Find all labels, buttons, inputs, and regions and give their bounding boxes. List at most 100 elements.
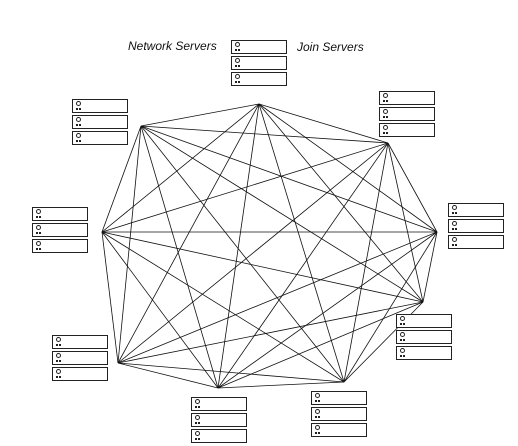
server-unit-icon	[52, 335, 108, 349]
mesh-link	[217, 381, 345, 389]
server-unit-icon	[448, 219, 504, 233]
mesh-link	[258, 103, 438, 233]
server-rack-lower-right	[396, 314, 452, 362]
mesh-link	[140, 125, 389, 144]
status-led-icon	[56, 376, 58, 378]
power-ring-icon	[36, 209, 41, 214]
mesh-link	[101, 125, 142, 233]
server-unit-icon	[448, 203, 504, 217]
status-led-icon	[452, 244, 454, 246]
status-led-icon	[195, 422, 197, 424]
server-unit-icon	[379, 91, 435, 105]
status-led-icon	[383, 100, 385, 102]
power-ring-icon	[452, 237, 457, 242]
power-ring-icon	[315, 425, 320, 430]
power-ring-icon	[195, 431, 200, 436]
server-unit-icon	[396, 330, 452, 344]
mesh-link	[101, 142, 389, 233]
mesh-link	[117, 103, 260, 364]
status-led-icon	[56, 344, 58, 346]
server-rack-bottom-right	[311, 391, 367, 439]
power-ring-icon	[76, 133, 81, 138]
power-ring-icon	[235, 42, 240, 47]
server-unit-icon	[231, 72, 287, 86]
server-unit-icon	[52, 367, 108, 381]
power-ring-icon	[400, 348, 405, 353]
server-rack-top	[231, 40, 287, 88]
status-led-icon	[383, 116, 385, 118]
status-led-icon	[76, 124, 78, 126]
power-ring-icon	[56, 353, 61, 358]
power-ring-icon	[36, 225, 41, 230]
status-led-icon	[76, 108, 78, 110]
power-ring-icon	[36, 241, 41, 246]
status-led-icon	[400, 339, 402, 341]
power-ring-icon	[76, 101, 81, 106]
mesh-link	[258, 103, 345, 383]
status-led-icon	[452, 228, 454, 230]
server-unit-icon	[191, 413, 247, 427]
status-led-icon	[195, 438, 197, 440]
mesh-link	[140, 125, 438, 233]
mesh-link	[117, 362, 219, 389]
mesh-link	[343, 231, 438, 383]
mesh-link	[217, 301, 424, 389]
power-ring-icon	[56, 337, 61, 342]
server-unit-icon	[396, 346, 452, 360]
mesh-link	[217, 142, 389, 389]
mesh-link	[387, 142, 438, 233]
server-rack-upper-right	[379, 91, 435, 139]
power-ring-icon	[195, 399, 200, 404]
mesh-link	[101, 231, 345, 383]
status-led-icon	[235, 49, 237, 51]
server-unit-icon	[52, 351, 108, 365]
mesh-link	[117, 142, 389, 364]
mesh-link	[101, 231, 424, 303]
mesh-link	[117, 231, 438, 364]
status-led-icon	[315, 432, 317, 434]
mesh-link	[258, 103, 389, 144]
power-ring-icon	[235, 74, 240, 79]
mesh-link	[140, 125, 219, 389]
mesh-link	[343, 142, 389, 383]
mesh-link	[117, 125, 142, 364]
status-led-icon	[383, 132, 385, 134]
mesh-link	[258, 103, 424, 303]
server-unit-icon	[231, 40, 287, 54]
status-led-icon	[315, 416, 317, 418]
status-led-icon	[56, 360, 58, 362]
status-led-icon	[315, 400, 317, 402]
server-unit-icon	[72, 131, 128, 145]
power-ring-icon	[383, 125, 388, 130]
server-rack-lower-left	[52, 335, 108, 383]
server-unit-icon	[311, 423, 367, 437]
server-unit-icon	[231, 56, 287, 70]
power-ring-icon	[383, 109, 388, 114]
server-unit-icon	[396, 314, 452, 328]
server-unit-icon	[379, 123, 435, 137]
mesh-link	[117, 301, 424, 364]
status-led-icon	[400, 323, 402, 325]
mesh-link	[387, 142, 424, 303]
power-ring-icon	[400, 316, 405, 321]
mesh-link	[101, 103, 260, 233]
mesh-link	[140, 125, 345, 383]
server-unit-icon	[72, 99, 128, 113]
server-rack-upper-left	[72, 99, 128, 147]
mesh-link	[101, 231, 119, 364]
server-unit-icon	[72, 115, 128, 129]
server-unit-icon	[32, 223, 88, 237]
status-led-icon	[36, 248, 38, 250]
power-ring-icon	[452, 221, 457, 226]
power-ring-icon	[400, 332, 405, 337]
mesh-link	[422, 231, 438, 303]
status-led-icon	[400, 355, 402, 357]
server-unit-icon	[311, 391, 367, 405]
status-led-icon	[195, 406, 197, 408]
power-ring-icon	[195, 415, 200, 420]
status-led-icon	[36, 216, 38, 218]
server-unit-icon	[191, 397, 247, 411]
mesh-link	[217, 231, 438, 389]
